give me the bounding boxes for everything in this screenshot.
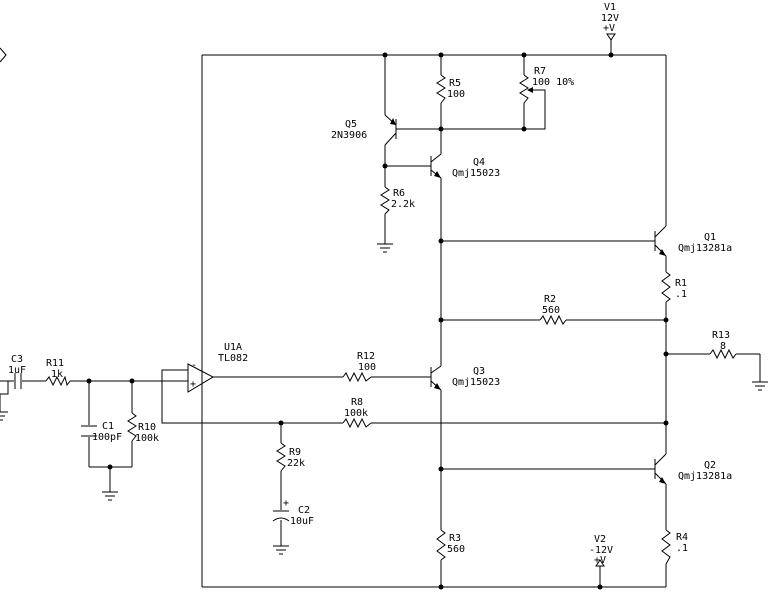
r2-ref: R2 bbox=[544, 294, 556, 305]
q3-ref: Q3 bbox=[473, 366, 485, 377]
q1-ref: Q1 bbox=[704, 232, 716, 243]
r5-resistor: R5 100 bbox=[436, 74, 465, 104]
r7-ref: R7 bbox=[534, 66, 546, 77]
ground-c2 bbox=[273, 545, 289, 555]
q4-value: Qmj15023 bbox=[452, 168, 500, 179]
r5-ref: R5 bbox=[449, 78, 461, 89]
edge-mark bbox=[0, 47, 7, 63]
r8-resistor: R8 100k bbox=[342, 397, 372, 429]
r10-resistor: R10 100k bbox=[127, 412, 159, 444]
v1-source: V1 12V +V bbox=[601, 2, 619, 41]
u1a-value: TL082 bbox=[218, 353, 248, 364]
c1-value: 100pF bbox=[92, 432, 122, 443]
r12-ref: R12 bbox=[357, 351, 375, 362]
q2-ref: Q2 bbox=[704, 460, 716, 471]
c3-value: 1uF bbox=[8, 365, 26, 376]
r6-value: 2.2k bbox=[391, 199, 415, 210]
r7-potentiometer: R7 100 10% bbox=[519, 66, 574, 104]
v2-source: V2 -12V +V bbox=[589, 534, 613, 567]
v1-value: 12V bbox=[601, 13, 619, 24]
r7-value: 100 10% bbox=[532, 77, 574, 88]
v1-pol: +V bbox=[603, 23, 615, 34]
r13-value: 8 bbox=[720, 341, 726, 352]
r6-resistor: R6 2.2k bbox=[380, 186, 415, 215]
u1a-pin-plus: + bbox=[190, 379, 196, 390]
u1a-opamp: - + U1A TL082 bbox=[187, 342, 248, 393]
wires bbox=[0, 40, 761, 588]
r11-value: 1k bbox=[51, 369, 63, 380]
q4-ref: Q4 bbox=[473, 157, 485, 168]
r11-ref: R11 bbox=[46, 358, 64, 369]
r12-value: 100 bbox=[358, 362, 376, 373]
v2-ref: V2 bbox=[594, 534, 606, 545]
r2-resistor: R2 560 bbox=[539, 294, 567, 326]
r9-ref: R9 bbox=[289, 447, 301, 458]
r13-ref: R13 bbox=[712, 330, 730, 341]
ground-r6 bbox=[377, 243, 393, 253]
u1a-ref: U1A bbox=[224, 342, 242, 353]
r4-resistor: R4 .1 bbox=[661, 529, 688, 565]
q2-transistor: Q2 Qmj13281a bbox=[654, 453, 732, 485]
r2-value: 560 bbox=[542, 305, 560, 316]
q5-ref: Q5 bbox=[345, 119, 357, 130]
r10-ref: R10 bbox=[138, 422, 156, 433]
q3-transistor: Q3 Qmj15023 bbox=[430, 365, 500, 391]
r1-resistor: R1 .1 bbox=[661, 271, 687, 303]
c2-pol: + bbox=[283, 498, 289, 509]
v1-ref: V1 bbox=[604, 2, 616, 13]
r11-resistor: R11 1k bbox=[45, 358, 71, 387]
c3-ref: C3 bbox=[11, 354, 23, 365]
r4-ref: R4 bbox=[676, 532, 688, 543]
r6-ref: R6 bbox=[393, 188, 405, 199]
ground-r13 bbox=[752, 381, 768, 391]
c1-capacitor: C1 100pF bbox=[81, 421, 122, 443]
r3-ref: R3 bbox=[449, 533, 461, 544]
r12-resistor: R12 100 bbox=[342, 351, 376, 383]
r3-resistor: R3 560 bbox=[436, 529, 465, 561]
r9-resistor: R9 22k bbox=[276, 442, 305, 472]
v2-pol: +V bbox=[594, 555, 606, 566]
r8-ref: R8 bbox=[351, 397, 363, 408]
c2-value: 10uF bbox=[290, 516, 314, 527]
c2-capacitor: + C2 10uF bbox=[272, 498, 314, 527]
q1-value: Qmj13281a bbox=[678, 243, 732, 254]
r5-value: 100 bbox=[447, 89, 465, 100]
r8-value: 100k bbox=[344, 408, 368, 419]
ground-c1-r10 bbox=[102, 491, 118, 501]
q3-value: Qmj15023 bbox=[452, 377, 500, 388]
q1-transistor: Q1 Qmj13281a bbox=[654, 225, 732, 257]
r1-ref: R1 bbox=[675, 278, 687, 289]
q2-value: Qmj13281a bbox=[678, 471, 732, 482]
r9-value: 22k bbox=[287, 458, 305, 469]
q5-value: 2N3906 bbox=[331, 130, 367, 141]
junctions bbox=[86, 52, 669, 590]
c2-ref: C2 bbox=[298, 505, 310, 516]
r1-value: .1 bbox=[675, 289, 687, 300]
r13-resistor: R13 8 bbox=[709, 330, 737, 360]
q4-transistor: Q4 Qmj15023 bbox=[430, 153, 500, 179]
q5-transistor: Q5 2N3906 bbox=[331, 114, 397, 146]
ground-input bbox=[0, 394, 8, 421]
r10-value: 100k bbox=[135, 433, 159, 444]
v2-value: -12V bbox=[589, 545, 613, 556]
c1-ref: C1 bbox=[102, 421, 114, 432]
r4-value: .1 bbox=[676, 543, 688, 554]
r3-value: 560 bbox=[447, 544, 465, 555]
c3-capacitor: C3 1uF bbox=[8, 354, 26, 389]
u1a-pin-minus: - bbox=[191, 360, 197, 371]
